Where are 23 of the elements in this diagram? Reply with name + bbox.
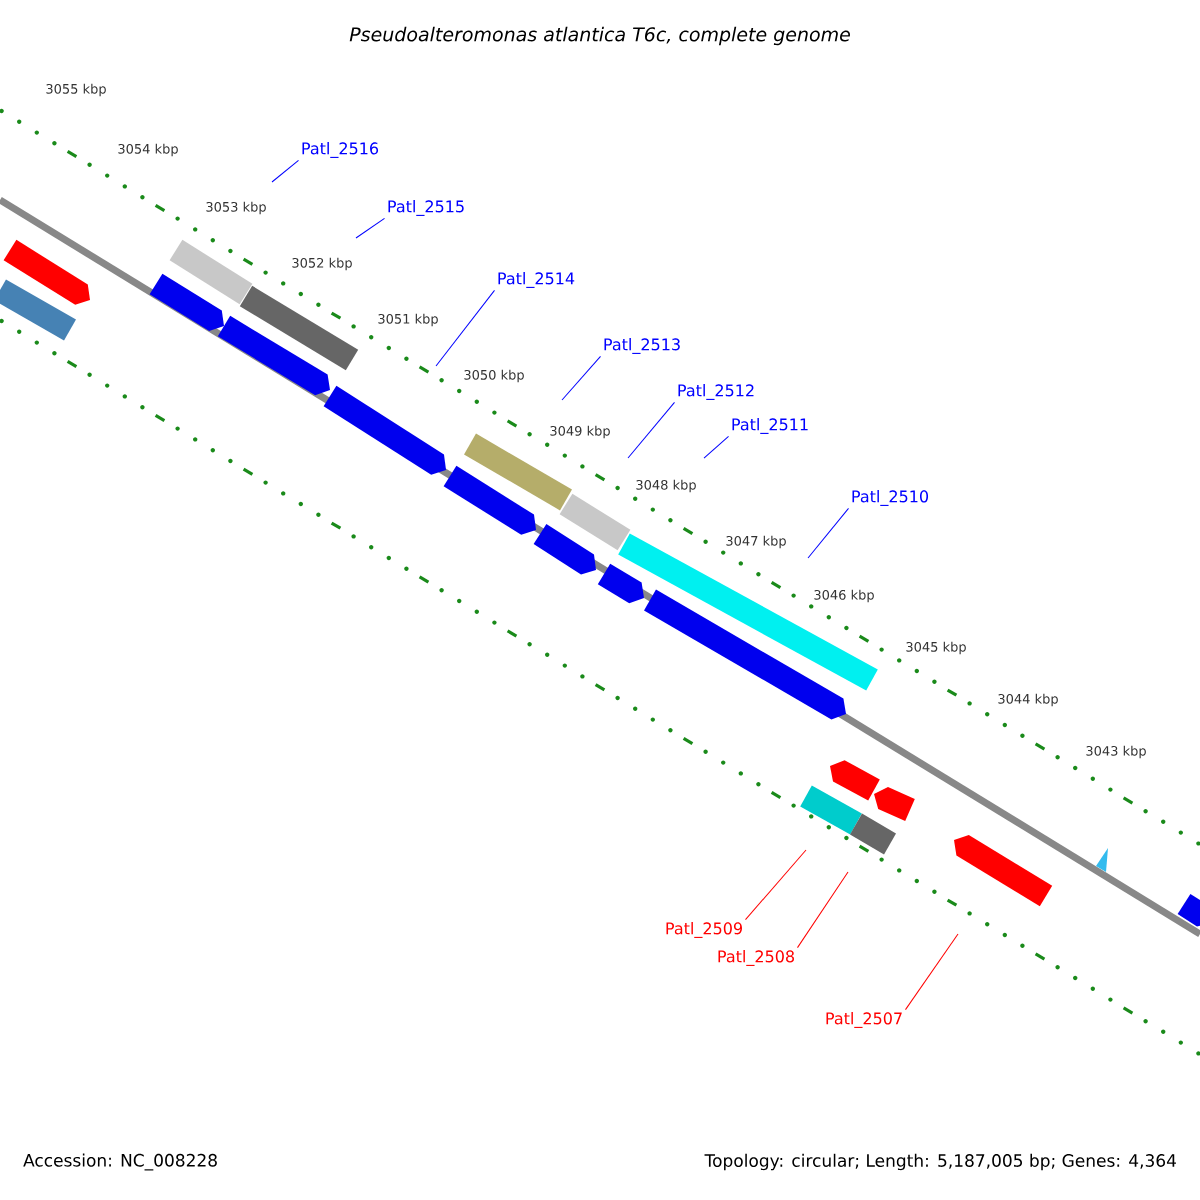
accession-text: Accession: NC_008228 <box>23 1153 217 1171</box>
leader-line <box>745 849 807 921</box>
leader-line <box>355 217 385 239</box>
gene-label: Patl_2515 <box>388 200 464 216</box>
gene-label: Patl_2510 <box>852 490 929 506</box>
leader-line <box>435 289 495 367</box>
leader-line <box>703 435 729 459</box>
gene-label: Patl_2511 <box>732 418 808 434</box>
leader-line <box>271 159 299 183</box>
gene-label: Patl_2513 <box>604 338 680 354</box>
genome-info-text: Topology: circular; Length: 5,187,005 bp; Genes: 4,364 <box>704 1153 1176 1171</box>
leader-line <box>797 871 849 949</box>
gene-label: Patl_2508 <box>718 950 794 966</box>
gene-label: Patl_2512 <box>678 384 754 400</box>
gene-label: Patl_2516 <box>302 142 379 158</box>
title: Pseudoalteromonas atlantica T6c, complete genome <box>349 26 850 46</box>
leader-line <box>627 401 675 459</box>
leader-line <box>561 355 601 401</box>
gene-label: Patl_2507 <box>826 1012 902 1028</box>
gene-label: Patl_2509 <box>666 922 742 938</box>
leader-line <box>807 507 849 559</box>
leader-line <box>905 933 959 1011</box>
gene-label: Patl_2514 <box>498 272 575 288</box>
